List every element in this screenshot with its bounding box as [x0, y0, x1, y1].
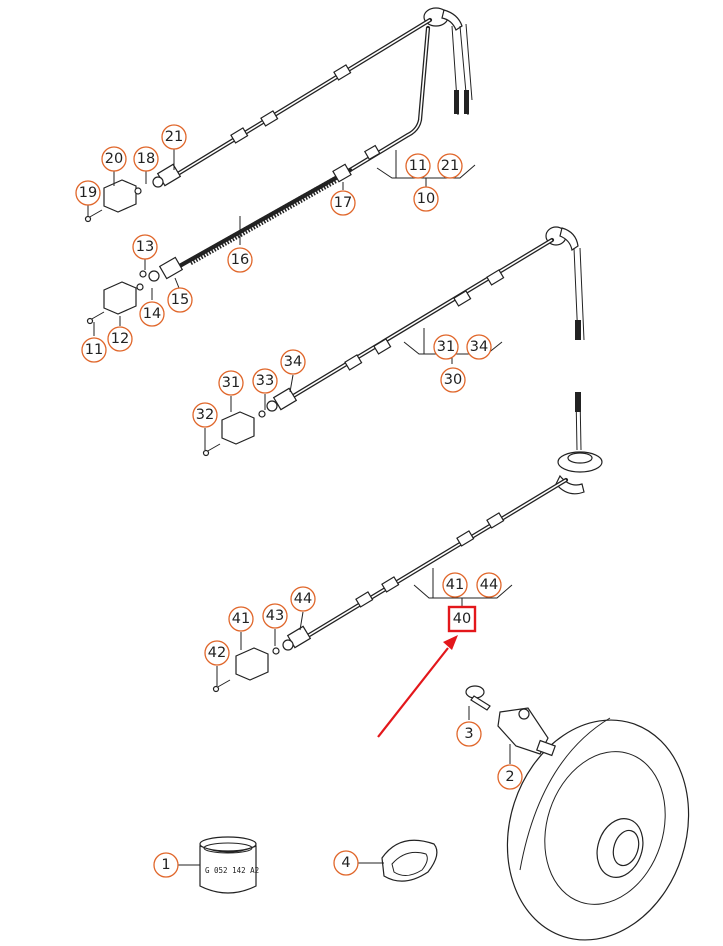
callout-32[interactable]: 32: [192, 402, 218, 428]
callout-3[interactable]: 3: [456, 721, 482, 747]
callout-1[interactable]: 1: [153, 852, 179, 878]
svg-text:21: 21: [441, 158, 459, 174]
svg-text:11: 11: [85, 342, 103, 358]
callout-4[interactable]: 4: [333, 850, 359, 876]
speed-sensor: [497, 707, 549, 755]
callout-16[interactable]: 16: [227, 247, 253, 273]
red-pointer-arrow: [377, 635, 458, 738]
svg-text:10: 10: [417, 191, 435, 207]
svg-text:34: 34: [470, 339, 488, 355]
callout-33[interactable]: 33: [252, 368, 278, 394]
callout-34[interactable]: 34: [280, 349, 306, 375]
part-label-text: G 052 142 A2: [205, 866, 259, 875]
callout-42[interactable]: 42: [204, 640, 230, 666]
svg-text:31: 31: [437, 339, 455, 355]
callout-19[interactable]: 19: [75, 180, 101, 206]
svg-text:13: 13: [136, 239, 154, 255]
cable-assembly-40: [212, 392, 603, 693]
callout-2[interactable]: 2: [497, 764, 523, 790]
svg-text:31: 31: [222, 375, 240, 391]
callout-21-top[interactable]: 21: [161, 124, 187, 150]
callout-30-34[interactable]: 34: [466, 334, 492, 360]
callout-44[interactable]: 44: [290, 586, 316, 612]
svg-text:33: 33: [256, 373, 274, 389]
callout-15[interactable]: 15: [167, 287, 193, 313]
brake-disc-assembly: [465, 685, 690, 941]
svg-text:44: 44: [294, 591, 312, 607]
svg-text:18: 18: [137, 151, 155, 167]
callout-14[interactable]: 14: [139, 301, 165, 327]
svg-text:40: 40: [453, 611, 471, 627]
svg-text:15: 15: [171, 292, 189, 308]
svg-text:14: 14: [143, 306, 161, 322]
svg-text:30: 30: [444, 372, 462, 388]
svg-text:32: 32: [196, 407, 214, 423]
svg-text:21: 21: [165, 129, 183, 145]
callout-30-31[interactable]: 31: [433, 334, 459, 360]
svg-text:1: 1: [161, 857, 170, 873]
callout-30[interactable]: 30: [440, 367, 466, 393]
callout-11[interactable]: 11: [81, 337, 107, 363]
cable-assembly-10: [84, 7, 476, 325]
cable-assembly-30: [202, 226, 585, 457]
svg-text:41: 41: [232, 611, 250, 627]
svg-text:34: 34: [284, 354, 302, 370]
callout-10-21[interactable]: 21: [437, 153, 463, 179]
callout-10-11[interactable]: 11: [405, 153, 431, 179]
callout-13[interactable]: 13: [132, 234, 158, 260]
svg-text:43: 43: [266, 608, 284, 624]
svg-text:11: 11: [409, 158, 427, 174]
brake-disc: [506, 719, 690, 941]
callout-41[interactable]: 41: [228, 606, 254, 632]
highlighted-callout-40[interactable]: 40: [447, 605, 477, 633]
svg-text:2: 2: [505, 769, 514, 785]
svg-text:3: 3: [464, 726, 473, 742]
callout-40-41[interactable]: 41: [442, 572, 468, 598]
svg-text:44: 44: [480, 577, 498, 593]
svg-text:19: 19: [79, 185, 97, 201]
callout-17[interactable]: 17: [330, 190, 356, 216]
svg-text:41: 41: [446, 577, 464, 593]
part-1-sleeve: G 052 142 A2: [199, 836, 259, 894]
callout-10[interactable]: 10: [413, 186, 439, 212]
svg-text:4: 4: [341, 855, 350, 871]
callout-18[interactable]: 18: [133, 146, 159, 172]
svg-text:16: 16: [231, 252, 249, 268]
callout-40-44[interactable]: 44: [476, 572, 502, 598]
callout-12[interactable]: 12: [107, 326, 133, 352]
svg-text:20: 20: [105, 151, 123, 167]
leader-lines: [87, 148, 511, 866]
svg-text:17: 17: [334, 195, 352, 211]
svg-text:12: 12: [111, 331, 129, 347]
callout-20[interactable]: 20: [101, 146, 127, 172]
callout-31[interactable]: 31: [218, 370, 244, 396]
part-4-grommet: [381, 839, 438, 882]
svg-text:42: 42: [208, 645, 226, 661]
callout-43[interactable]: 43: [262, 603, 288, 629]
